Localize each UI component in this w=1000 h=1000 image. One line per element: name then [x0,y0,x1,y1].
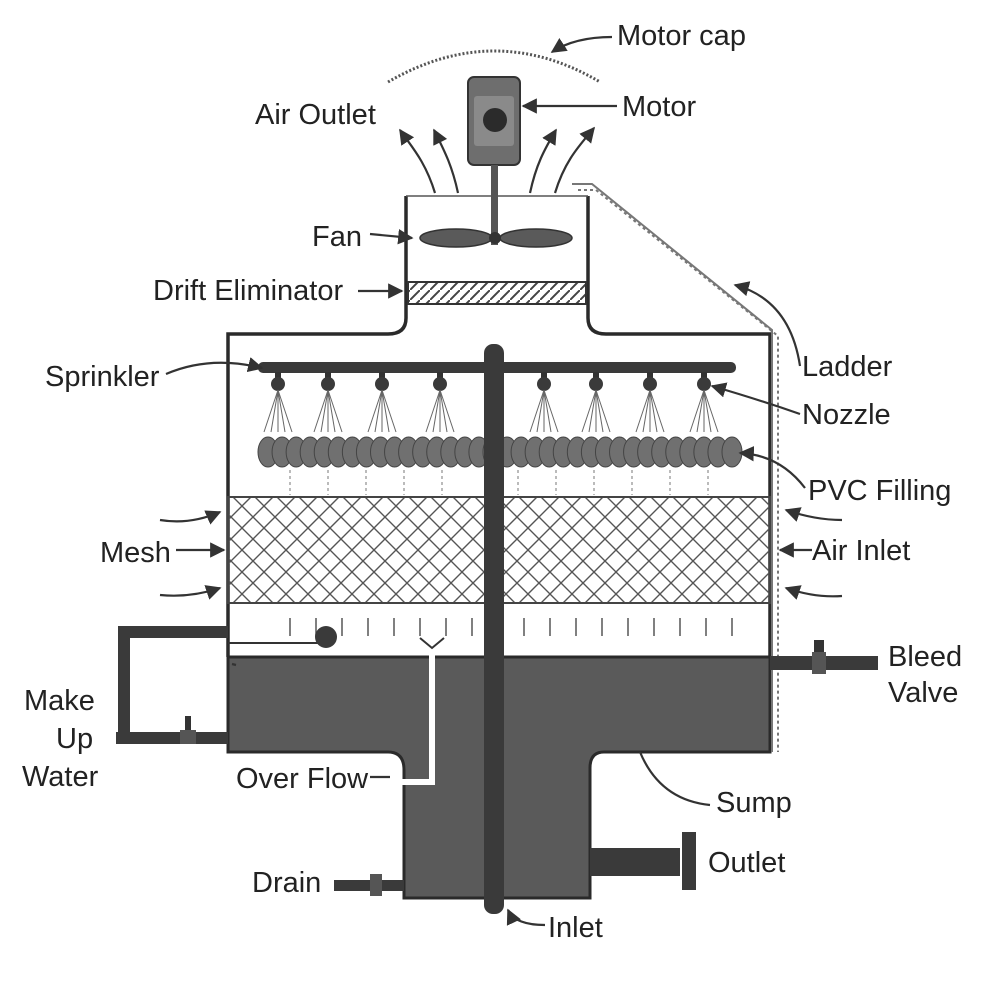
label-drift-eliminator: Drift Eliminator [153,275,343,307]
label-pvc-filling: PVC Filling [808,475,951,507]
tower-casing-outline [226,196,772,752]
nozzle [581,372,611,433]
label-outlet: Outlet [708,847,785,879]
label-air-inlet: Air Inlet [812,535,910,567]
outlet-pipe [590,832,696,890]
water-drips [289,470,733,636]
nozzle [635,372,665,433]
nozzle [689,372,719,433]
label-fan: Fan [312,221,362,253]
nozzle [425,372,455,433]
label-bleed-valve-2: Valve [888,677,958,709]
leader-lines [165,35,812,927]
label-sump: Sump [716,787,792,819]
label-make-up-water-3: Water [22,761,99,793]
float-valve [228,626,337,648]
over-flow-pipe [372,648,435,785]
label-motor: Motor [622,91,696,123]
label-motor-cap: Motor cap [617,20,746,52]
label-bleed-valve-1: Bleed [888,641,962,673]
motor [467,76,521,245]
label-drain: Drain [252,867,321,899]
nozzle [263,372,293,433]
ladder [572,183,779,752]
label-over-flow: Over Flow [236,763,369,795]
label-make-up-water-2: Up [56,723,93,755]
fan-blades [419,228,573,248]
nozzle [313,372,343,433]
bleed-valve-pipe [770,640,878,674]
pvc-filling [257,436,743,468]
nozzle [529,372,559,433]
labels: Motor cap Motor Air Outlet Fan Drift Eli… [22,20,962,944]
label-inlet: Inlet [548,912,603,944]
label-air-outlet: Air Outlet [255,99,376,131]
inlet-pipe [484,344,504,914]
make-up-water-pipe [116,626,228,744]
label-ladder: Ladder [802,351,893,383]
air-inlet-arrows [159,507,843,600]
air-outlet-arrows [399,126,595,194]
nozzles [263,372,719,433]
drain-pipe [334,874,404,896]
label-sprinkler: Sprinkler [45,361,160,393]
pvc-disc [721,436,743,468]
label-nozzle: Nozzle [802,399,891,431]
drift-eliminator [407,281,587,305]
label-mesh: Mesh [100,537,171,569]
label-make-up-water-1: Make [24,685,95,717]
nozzle [367,372,397,433]
motor-cap [387,49,601,84]
